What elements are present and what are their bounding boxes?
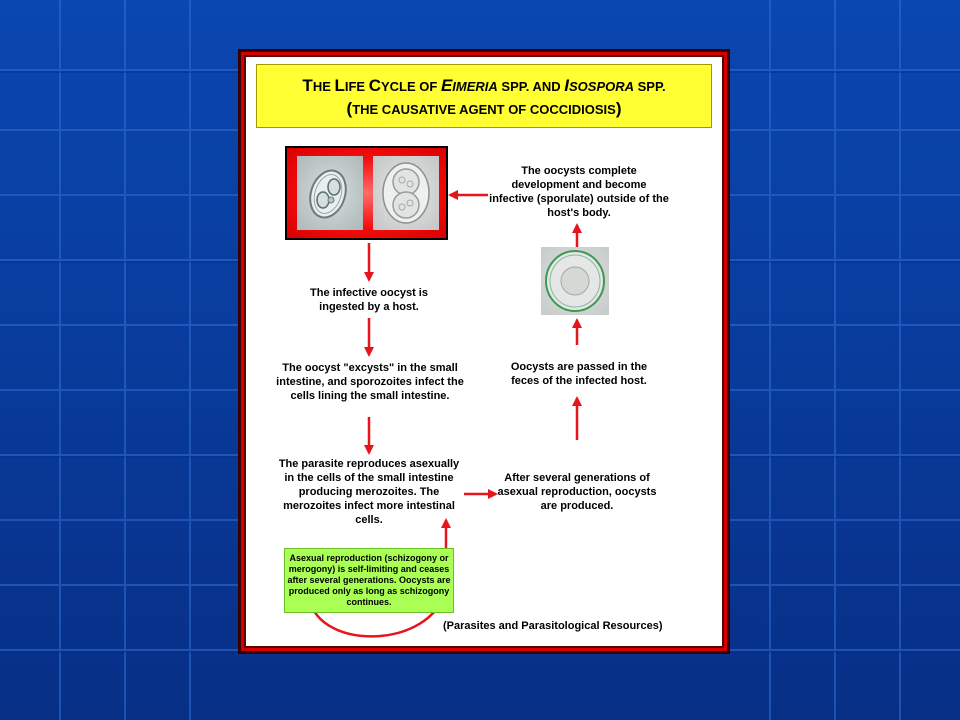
oocyst-micrograph bbox=[297, 156, 363, 230]
title-line-2: (THE CAUSATIVE AGENT OF COCCIDIOSIS) bbox=[257, 98, 711, 121]
title-text: C bbox=[368, 76, 381, 95]
genus-isospora: SOSPORA bbox=[569, 79, 635, 94]
title-text: L bbox=[334, 76, 345, 95]
step-oocyst-production: After several generations of asexual rep… bbox=[497, 472, 657, 512]
title-text: SPP. AND bbox=[497, 79, 565, 94]
title-text: T bbox=[302, 76, 313, 95]
title-text: YCLE OF bbox=[381, 79, 441, 94]
title-text: ) bbox=[615, 99, 622, 118]
step-oocyst-shedding: Oocysts are passed in the feces of the i… bbox=[510, 361, 648, 387]
step-excystation: The oocyst "excysts" in the small intest… bbox=[276, 362, 464, 402]
unsporulated-oocyst-micrograph bbox=[541, 247, 609, 315]
genus-eimeria: IMERIA bbox=[452, 79, 498, 94]
infective-oocyst-photos bbox=[285, 146, 448, 240]
schizogony-note: Asexual reproduction (schizogony or mero… bbox=[284, 548, 454, 613]
step-ingestion: The infective oocyst is ingested by a ho… bbox=[310, 287, 428, 313]
title-text: ( bbox=[346, 99, 353, 118]
step-asexual-reproduction: The parasite reproduces asexually in the… bbox=[278, 458, 460, 526]
source-credit: (Parasites and Parasitological Resources… bbox=[443, 620, 663, 632]
title-text: IFE bbox=[344, 79, 369, 94]
subtitle-text: THE CAUSATIVE AGENT OF COCCIDIOSIS bbox=[352, 102, 616, 117]
diagram-title: THE LIFE CYCLE OF EIMERIA SPP. AND ISOSP… bbox=[256, 64, 712, 128]
step-sporulation: The oocysts complete development and bec… bbox=[489, 165, 669, 219]
title-text: HE bbox=[312, 79, 335, 94]
title-line-1: THE LIFE CYCLE OF EIMERIA SPP. AND ISOSP… bbox=[257, 75, 711, 98]
oocyst-micrograph bbox=[373, 156, 439, 230]
title-text: SPP. bbox=[634, 79, 666, 94]
genus-isospora: I bbox=[564, 76, 569, 95]
genus-eimeria: E bbox=[440, 76, 453, 95]
